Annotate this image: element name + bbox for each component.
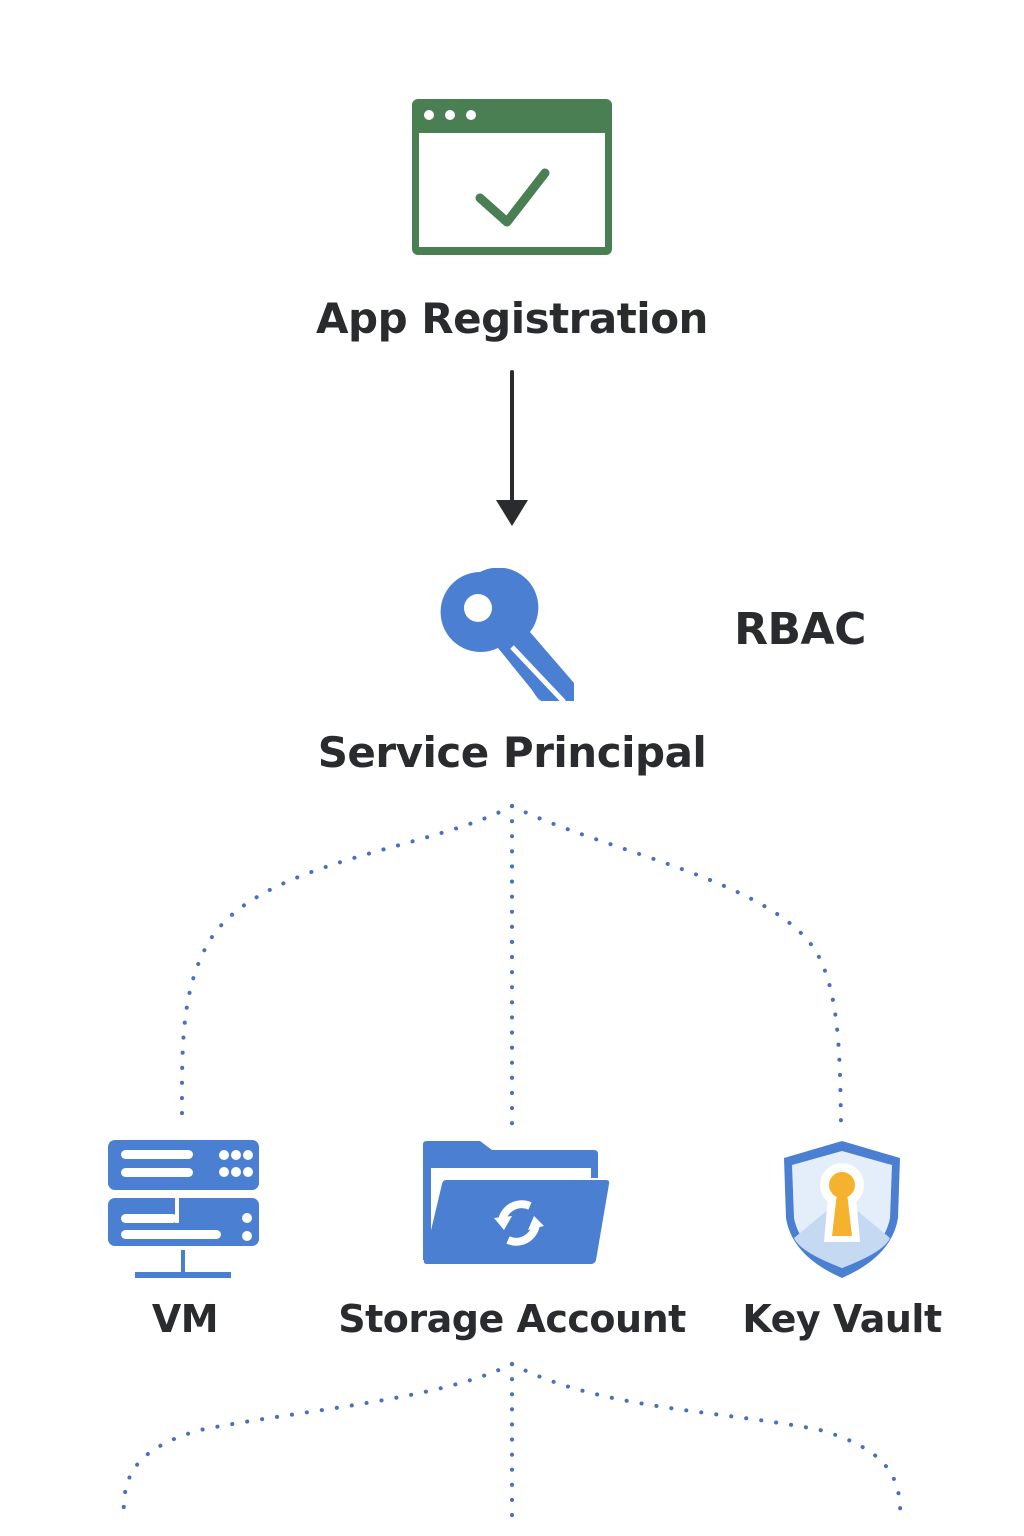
storage-account-node[interactable] [420, 1138, 612, 1266]
service-principal-node[interactable] [436, 568, 581, 710]
vm-node[interactable] [105, 1138, 263, 1280]
arrowhead-icon [496, 500, 528, 526]
key-vault-label: Key Vault [742, 1297, 942, 1341]
app-registration-node[interactable] [410, 97, 614, 257]
app-window-check-icon [412, 99, 612, 255]
vm-label: VM [151, 1297, 219, 1341]
edge-storage-to-right [510, 1362, 903, 1522]
service-principal-label: Service Principal [317, 728, 707, 777]
rbac-label: RBAC [734, 604, 866, 655]
folder-sync-icon [423, 1141, 610, 1264]
server-icon [108, 1140, 259, 1278]
edge-sp-to-keyvault [510, 804, 843, 1126]
shield-keyhole-icon [784, 1141, 900, 1278]
app-registration-label: App Registration [316, 294, 708, 343]
edge-sp-to-vm [179, 804, 514, 1124]
edge-storage-to-left [121, 1362, 514, 1522]
storage-account-label: Storage Account [338, 1297, 686, 1341]
key-icon [440, 568, 574, 704]
key-vault-node[interactable] [780, 1138, 904, 1280]
